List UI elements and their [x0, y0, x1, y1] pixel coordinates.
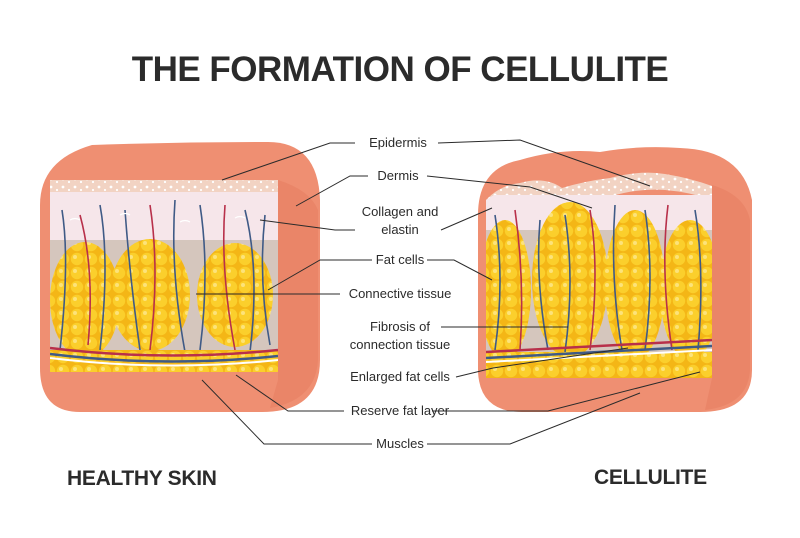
- label-fat-cells: Fat cells: [375, 252, 425, 267]
- label-fibrosis-line2: connection tissue: [349, 337, 451, 352]
- healthy-muscle-line-blue: [50, 352, 278, 363]
- caption-healthy-skin: HEALTHY SKIN: [67, 467, 217, 490]
- cellulite-panel: [478, 147, 752, 412]
- healthy-skin-panel: [40, 142, 320, 412]
- label-collagen-line1: Collagen and: [361, 204, 439, 219]
- caption-cellulite: CELLULITE: [594, 466, 707, 489]
- label-epidermis: Epidermis: [369, 135, 427, 150]
- label-reserve-fat-layer: Reserve fat layer: [350, 403, 450, 418]
- healthy-fat-lobe: [197, 243, 273, 347]
- cellulite-vessels: [494, 204, 702, 353]
- leader-muscles-right: [427, 392, 641, 445]
- label-muscles: Muscles: [376, 436, 424, 451]
- leader-reserve-fat-right: [432, 371, 701, 412]
- healthy-wave-fibers: [69, 212, 246, 223]
- healthy-muscle-line-red: [50, 346, 278, 357]
- cellulite-fat-lobe: [660, 220, 712, 360]
- cellulite-muscle-line-red: [486, 338, 712, 354]
- leader-muscles-left: [201, 379, 372, 445]
- label-collagen-line2: elastin: [381, 222, 419, 237]
- leader-dermis-right: [426, 175, 593, 209]
- cellulite-skin-side-shade: [705, 185, 750, 410]
- leader-lines: [196, 139, 701, 445]
- healthy-fat-lobe: [110, 239, 190, 351]
- cellulite-muscle-line-white: [486, 349, 712, 363]
- label-dermis: Dermis: [377, 168, 419, 183]
- cellulite-fat-lobe: [605, 210, 665, 360]
- page-title: THE FORMATION OF CELLULITE: [131, 50, 669, 89]
- leader-enlarged-fat: [455, 347, 629, 378]
- leader-fatcells-right: [427, 259, 493, 281]
- healthy-muscle-line-white: [50, 357, 278, 367]
- leader-fatcells-left: [267, 259, 372, 291]
- leader-epidermis-left: [221, 142, 355, 181]
- cellulite-fat-lobe: [486, 220, 531, 360]
- leader-collagen-left: [259, 219, 355, 231]
- leader-reserve-fat-left: [235, 374, 344, 412]
- label-enlarged-fat-cells: Enlarged fat cells: [350, 369, 450, 384]
- leader-dermis-left: [295, 175, 368, 207]
- leader-epidermis-right: [437, 139, 651, 187]
- label-connective-tissue: Connective tissue: [348, 286, 452, 301]
- cellulite-epidermis: [486, 172, 712, 214]
- healthy-epidermis: [50, 180, 278, 194]
- label-fibrosis-line1: Fibrosis of: [370, 319, 430, 334]
- healthy-vessels: [59, 199, 271, 353]
- leader-collagen-right: [440, 207, 493, 231]
